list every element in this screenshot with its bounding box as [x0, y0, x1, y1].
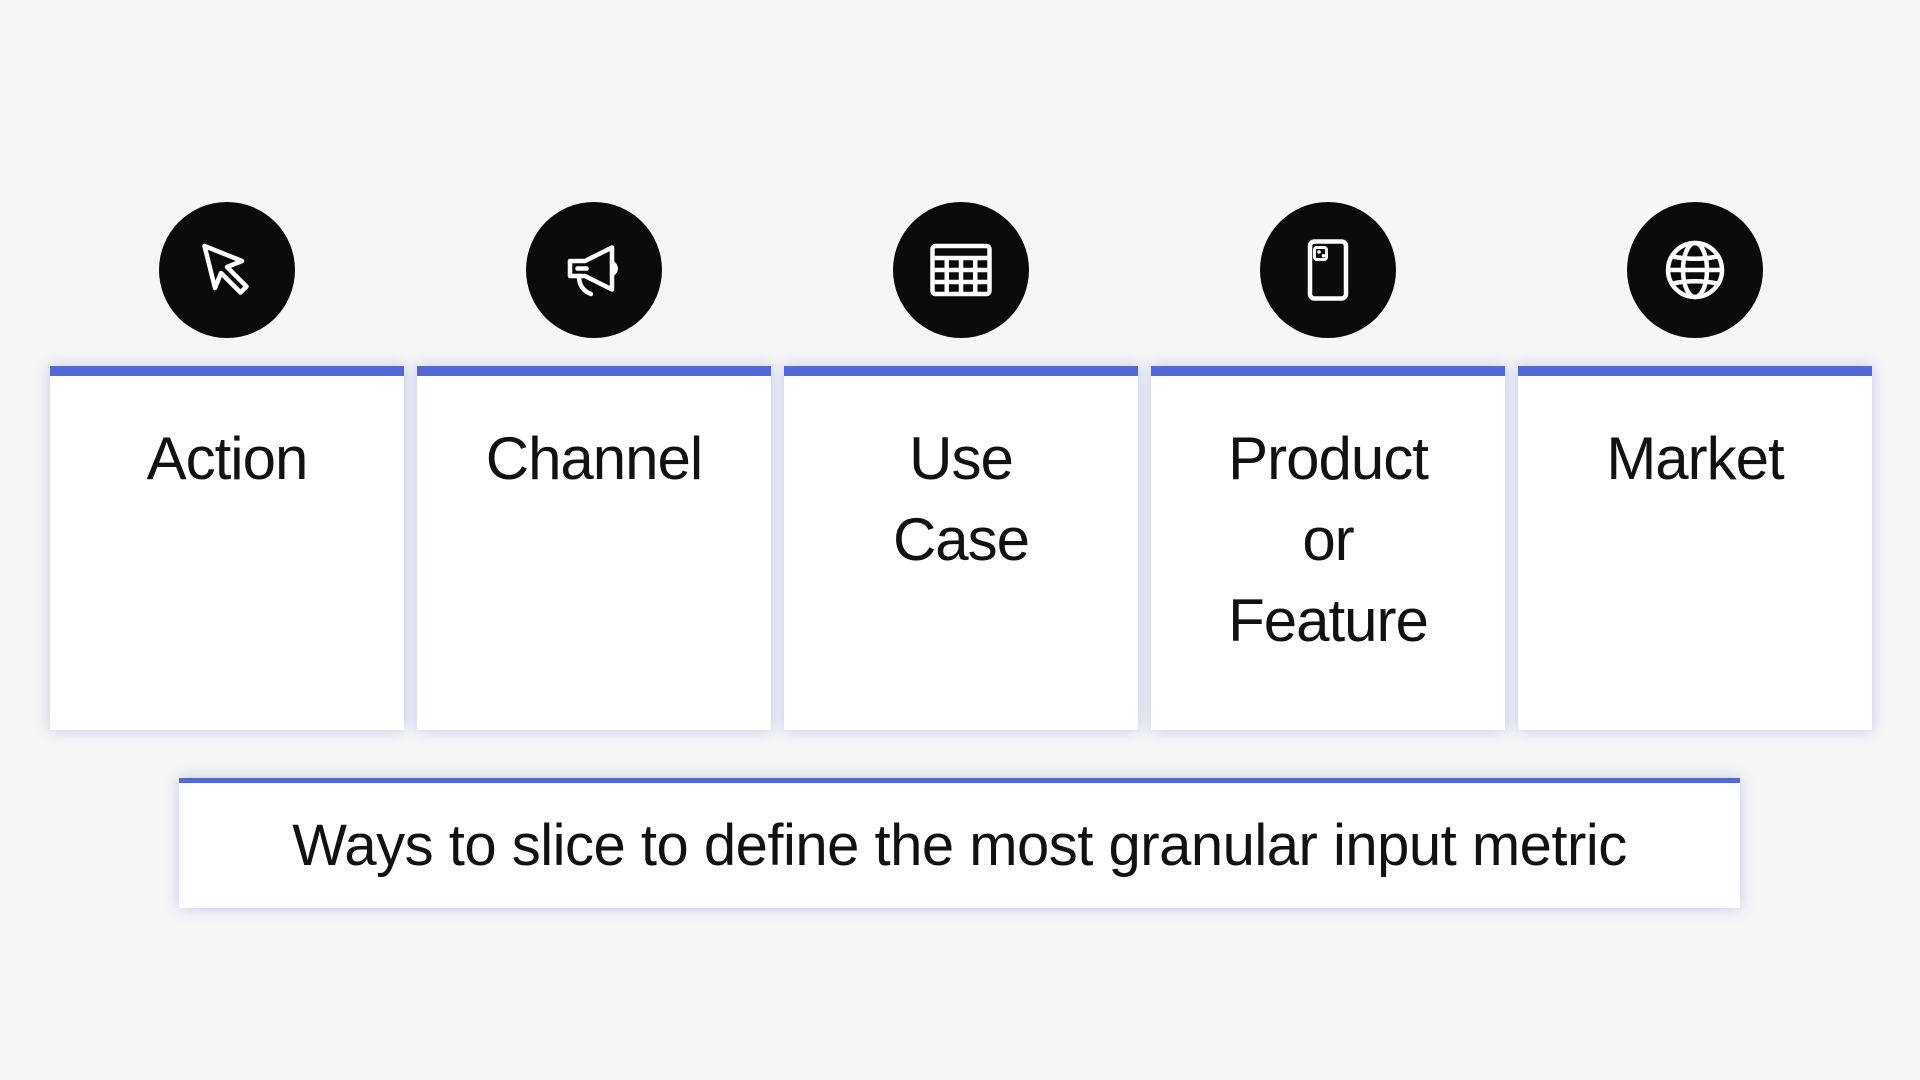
- category-card-market: Market: [1518, 366, 1872, 730]
- category-card-product-or-feature: Product or Feature: [1151, 366, 1505, 730]
- category-card-action: Action: [50, 366, 404, 730]
- calendar-grid-icon: [893, 202, 1029, 338]
- category-label: Channel: [485, 425, 704, 492]
- phone-icon: [1260, 202, 1396, 338]
- category-label: Use Case: [892, 425, 1030, 573]
- category-card-channel: Channel: [417, 366, 771, 730]
- category-label: Action: [146, 425, 309, 492]
- category-label: Market: [1606, 425, 1784, 492]
- cursor-icon: [159, 202, 295, 338]
- caption-text: Ways to slice to define the most granula…: [292, 813, 1627, 878]
- category-card-use-case: Use Case: [784, 366, 1138, 730]
- megaphone-icon: [526, 202, 662, 338]
- globe-icon: [1627, 202, 1763, 338]
- category-label: Product or Feature: [1228, 425, 1429, 654]
- caption-box: Ways to slice to define the most granula…: [179, 778, 1740, 908]
